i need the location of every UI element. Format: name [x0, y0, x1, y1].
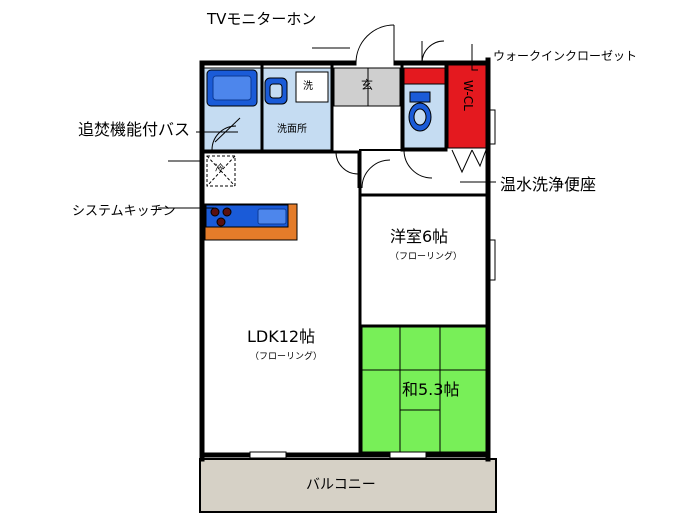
door-swings: [211, 24, 445, 189]
balcony-name: バルコニー: [306, 477, 376, 493]
western-room-name: 洋室6帖: [390, 227, 449, 246]
toilet-tank: [409, 91, 431, 103]
walls: [199, 57, 491, 462]
wcl-name: W-CL: [461, 80, 475, 111]
japanese-room-tatami: [361, 325, 487, 453]
system-kitchen-label: システムキッチン: [72, 204, 176, 219]
callout-leaders: [158, 44, 496, 209]
walk-in-closet-label: ウォークインクローゼット: [493, 49, 638, 63]
reheating-bath-label: 追焚機能付バス: [78, 120, 191, 139]
balcony-area: [199, 458, 497, 513]
entrance-name: 玄: [361, 78, 374, 92]
windows: [249, 109, 496, 459]
tv-monitor-phone-label: TVモニターホン: [207, 10, 317, 28]
western-room-floor: （フローリング）: [390, 252, 463, 262]
walk-in-closet-floor: [447, 63, 489, 149]
fridge-name: 冷: [215, 164, 225, 174]
wash-name: 洗: [303, 81, 313, 92]
warm-water-toilet-label: 温水洗浄便座: [500, 175, 597, 194]
toilet-tank-bar: [403, 67, 447, 85]
stove-burners: [210, 207, 232, 227]
japanese-room-name: 和5.3帖: [402, 380, 460, 399]
washroom-name: 洗面所: [277, 124, 307, 135]
ldk-floor: （フローリング）: [250, 352, 323, 362]
ldk-name: LDK12帖: [247, 327, 316, 346]
washing-machine-pan: [295, 71, 329, 103]
